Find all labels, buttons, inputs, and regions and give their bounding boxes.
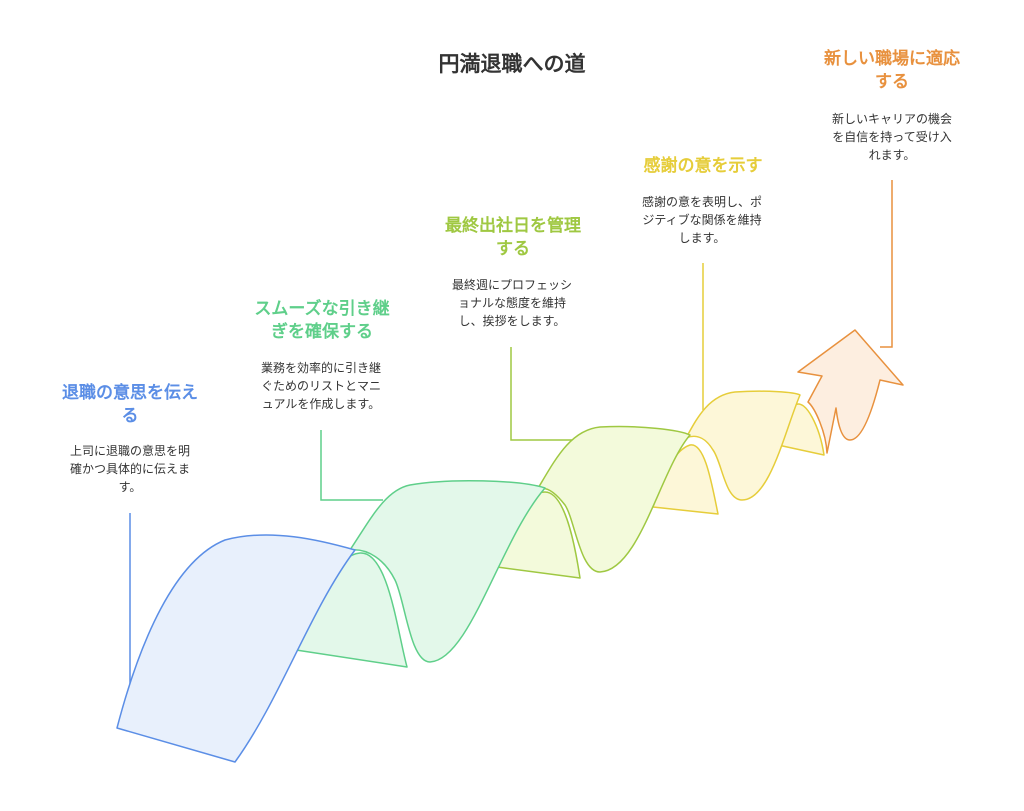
connector-step-3 [510,347,572,441]
connector-step-2 [320,430,383,501]
connector-step-5 [880,180,893,348]
diagram-title: 円満退職への道 [438,52,586,76]
ribbon-step-5 [797,329,904,454]
ribbon-step-3 [536,425,691,573]
step-4-title: 感謝の意を示す [643,156,763,176]
ribbon-step-4-front [685,390,801,501]
step-4-description: 感謝の意を表明し、ポ ジティブな関係を維持 します。 [641,195,762,245]
step-5-title: 新しい職場に適応 する [824,49,960,92]
step-3-title: 最終出社日を管理 する [445,216,581,259]
ribbon-step-2 [349,479,546,663]
step-1-title: 退職の意思を伝え る [62,383,198,426]
step-2-description: 業務を効率的に引き継 ぐためのリストとマニ ュアルを作成します。 [260,361,381,411]
step-1-description: 上司に退職の意思を明 確かつ具体的に伝えま す。 [69,444,190,494]
step-3-description: 最終週にプロフェッシ ョナルな態度を維持 し、挨拶をします。 [451,278,572,328]
step-5-description: 新しいキャリアの機会 を自信を持って受け入 れます。 [831,112,952,162]
ribbon-step-1 [116,534,356,763]
step-2-title: スムーズな引き継 ぎを確保する [254,299,390,342]
